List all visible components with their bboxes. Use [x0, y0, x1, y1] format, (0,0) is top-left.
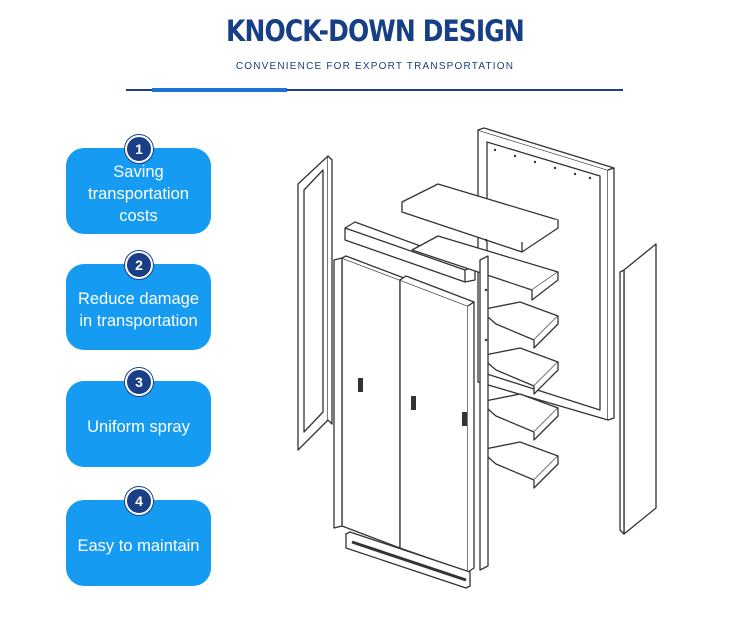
feature-number-badge: 1 — [125, 135, 153, 163]
door-handle-icon — [462, 412, 467, 426]
right-side-panel — [623, 243, 657, 535]
door-handle-icon — [358, 378, 363, 392]
door-handle-icon — [411, 396, 416, 410]
feature-number-badge: 3 — [125, 368, 153, 396]
page-title: KNOCK-DOWN DESIGN — [226, 14, 525, 48]
feature-number-badge: 4 — [125, 487, 153, 515]
feature-label: Easy to maintain — [77, 537, 200, 555]
feature-card-1: 1 Saving transportation costs — [66, 135, 211, 234]
feature-label: Reduce damage in transportation — [77, 290, 200, 330]
feature-label: Uniform spray — [87, 418, 190, 436]
header-divider — [126, 89, 623, 91]
top-cap — [344, 221, 476, 283]
feature-card-2: 2 Reduce damage in transportation — [66, 251, 211, 350]
right-sliding-door — [399, 279, 469, 573]
feature-card-4: 4 Easy to maintain — [66, 487, 211, 586]
feature-card-3: 3 Uniform spray — [66, 368, 211, 467]
feature-label: Saving transportation costs — [88, 163, 189, 225]
left-sliding-door — [341, 257, 401, 549]
page-subtitle: CONVENIENCE FOR EXPORT TRANSPORTATION — [235, 61, 515, 72]
feature-number-badge: 2 — [125, 251, 153, 279]
exploded-cabinet-drawing — [297, 127, 657, 589]
header-divider-accent — [152, 88, 287, 92]
